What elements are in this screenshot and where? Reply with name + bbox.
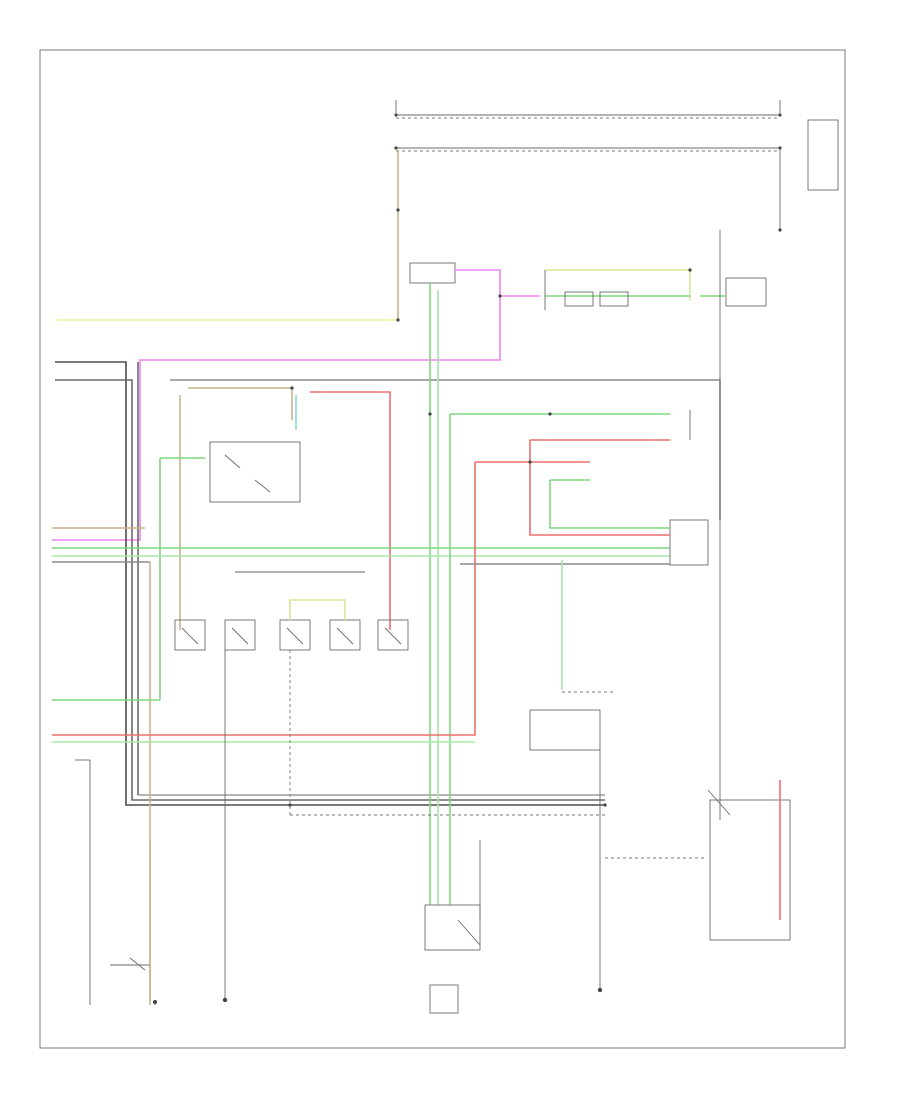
right-connector (52, 410, 709, 905)
ground-point-right (597, 987, 603, 993)
diagram-frame (39, 49, 846, 1049)
green-horizontal-band (52, 527, 670, 1000)
wire-tan-2 (188, 387, 293, 420)
left-bus-wires (55, 361, 721, 806)
control-module-box (409, 262, 456, 284)
relay-group-top-right (544, 269, 767, 310)
switch-row-lower (52, 571, 605, 1000)
bottom-left-switch (75, 759, 156, 1005)
wire-pink-loop (52, 269, 501, 541)
splice-points (288, 208, 782, 807)
switch-mid-right (529, 560, 615, 990)
switch-cluster-upper (159, 441, 301, 700)
wire-red-top (310, 391, 391, 630)
bottom-right-module (605, 230, 791, 941)
ground-point-far-left (153, 1000, 157, 1004)
ground-point-left (222, 997, 228, 1003)
top-fuse-block (394, 100, 839, 230)
bottom-center-connector (424, 840, 481, 1014)
